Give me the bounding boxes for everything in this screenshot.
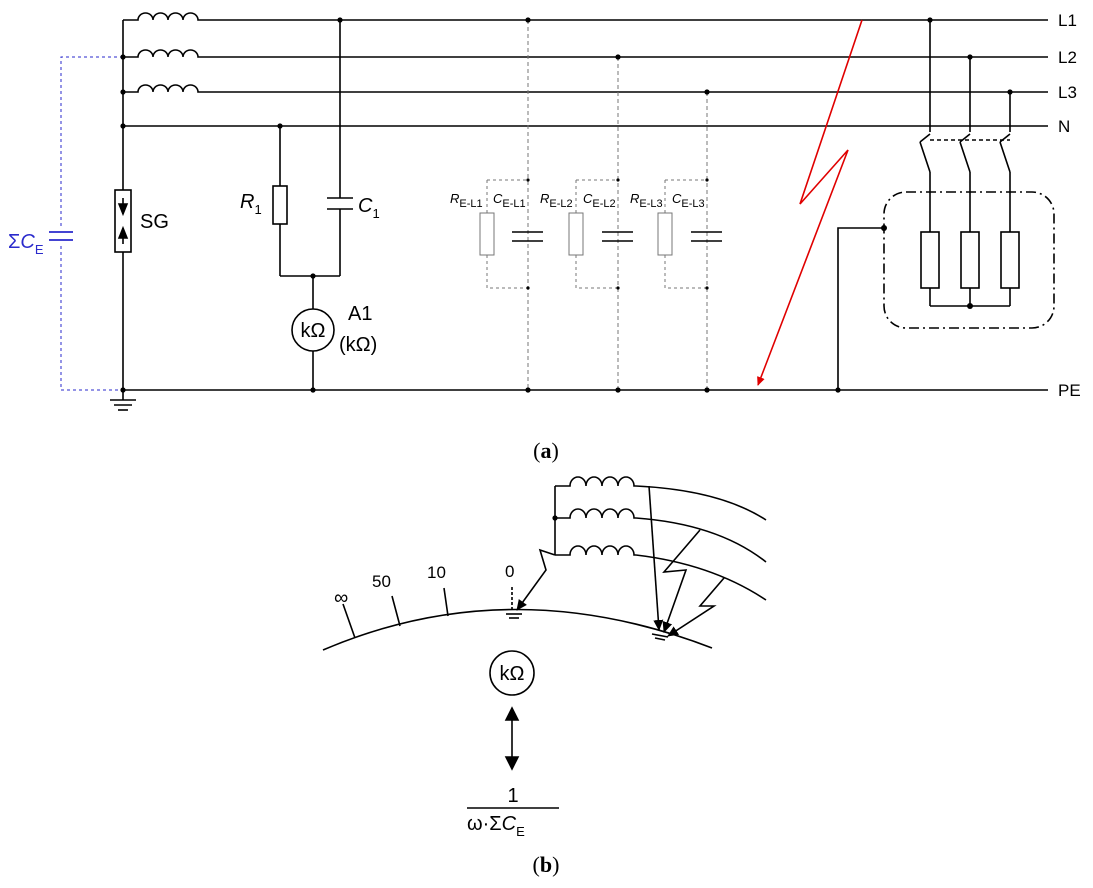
label-l1: L1 (1058, 11, 1077, 30)
conductor-l1 (635, 485, 767, 521)
junction-dots (120, 17, 1013, 393)
conductor-l2 (635, 517, 767, 563)
label-l3: L3 (1058, 83, 1077, 102)
caption-b: (b) (533, 852, 560, 877)
resistor-r1 (272, 185, 288, 225)
label-l2: L2 (1058, 48, 1077, 67)
label-a1-unit: (kΩ) (339, 334, 377, 356)
conductor-l3 (635, 554, 767, 601)
label-c-e-l3: CE-L3 (672, 191, 705, 210)
load-switches (919, 20, 1020, 307)
label-c1: C1 (358, 195, 380, 221)
ground-arc (322, 608, 713, 651)
label-r-e-l3: RE-L3 (630, 191, 663, 210)
label-c-e-l2: CE-L2 (583, 191, 616, 210)
formula-numerator: 1 (507, 785, 518, 807)
transformer-windings (123, 12, 203, 93)
meter-a1-symbol: kΩ (301, 320, 326, 342)
label-r-e-l2: RE-L2 (540, 191, 573, 210)
label-r1: R1 (240, 191, 262, 217)
scale-label-50: 50 (372, 572, 391, 591)
scale-label-10: 10 (427, 563, 446, 582)
meter-b-symbol: kΩ (500, 663, 525, 685)
earth-symbol (110, 390, 136, 411)
label-r-e-l1: RE-L1 (450, 191, 483, 210)
label-n: N (1058, 117, 1070, 136)
caption-a: (a) (533, 438, 559, 463)
surge-protector (114, 189, 132, 253)
label-a1: A1 (348, 303, 372, 325)
meter-b (489, 650, 535, 696)
panel-a (49, 12, 1055, 411)
formula-denominator: ω·ΣCE (467, 813, 525, 839)
label-sg: SG (140, 211, 169, 233)
load-enclosure (883, 191, 1055, 329)
fault-arrow (757, 19, 863, 386)
label-sum-ce: ΣCE (8, 231, 44, 257)
sum-capacitance (49, 56, 123, 391)
scale-label-0: 0 (505, 562, 514, 581)
label-c-e-l1: CE-L1 (493, 191, 526, 210)
scale-label-infinity: ∞ (334, 587, 348, 609)
label-pe: PE (1058, 381, 1081, 400)
leakage-branches (479, 20, 722, 390)
panel-b (322, 476, 767, 809)
panel-b-dots (552, 515, 558, 521)
